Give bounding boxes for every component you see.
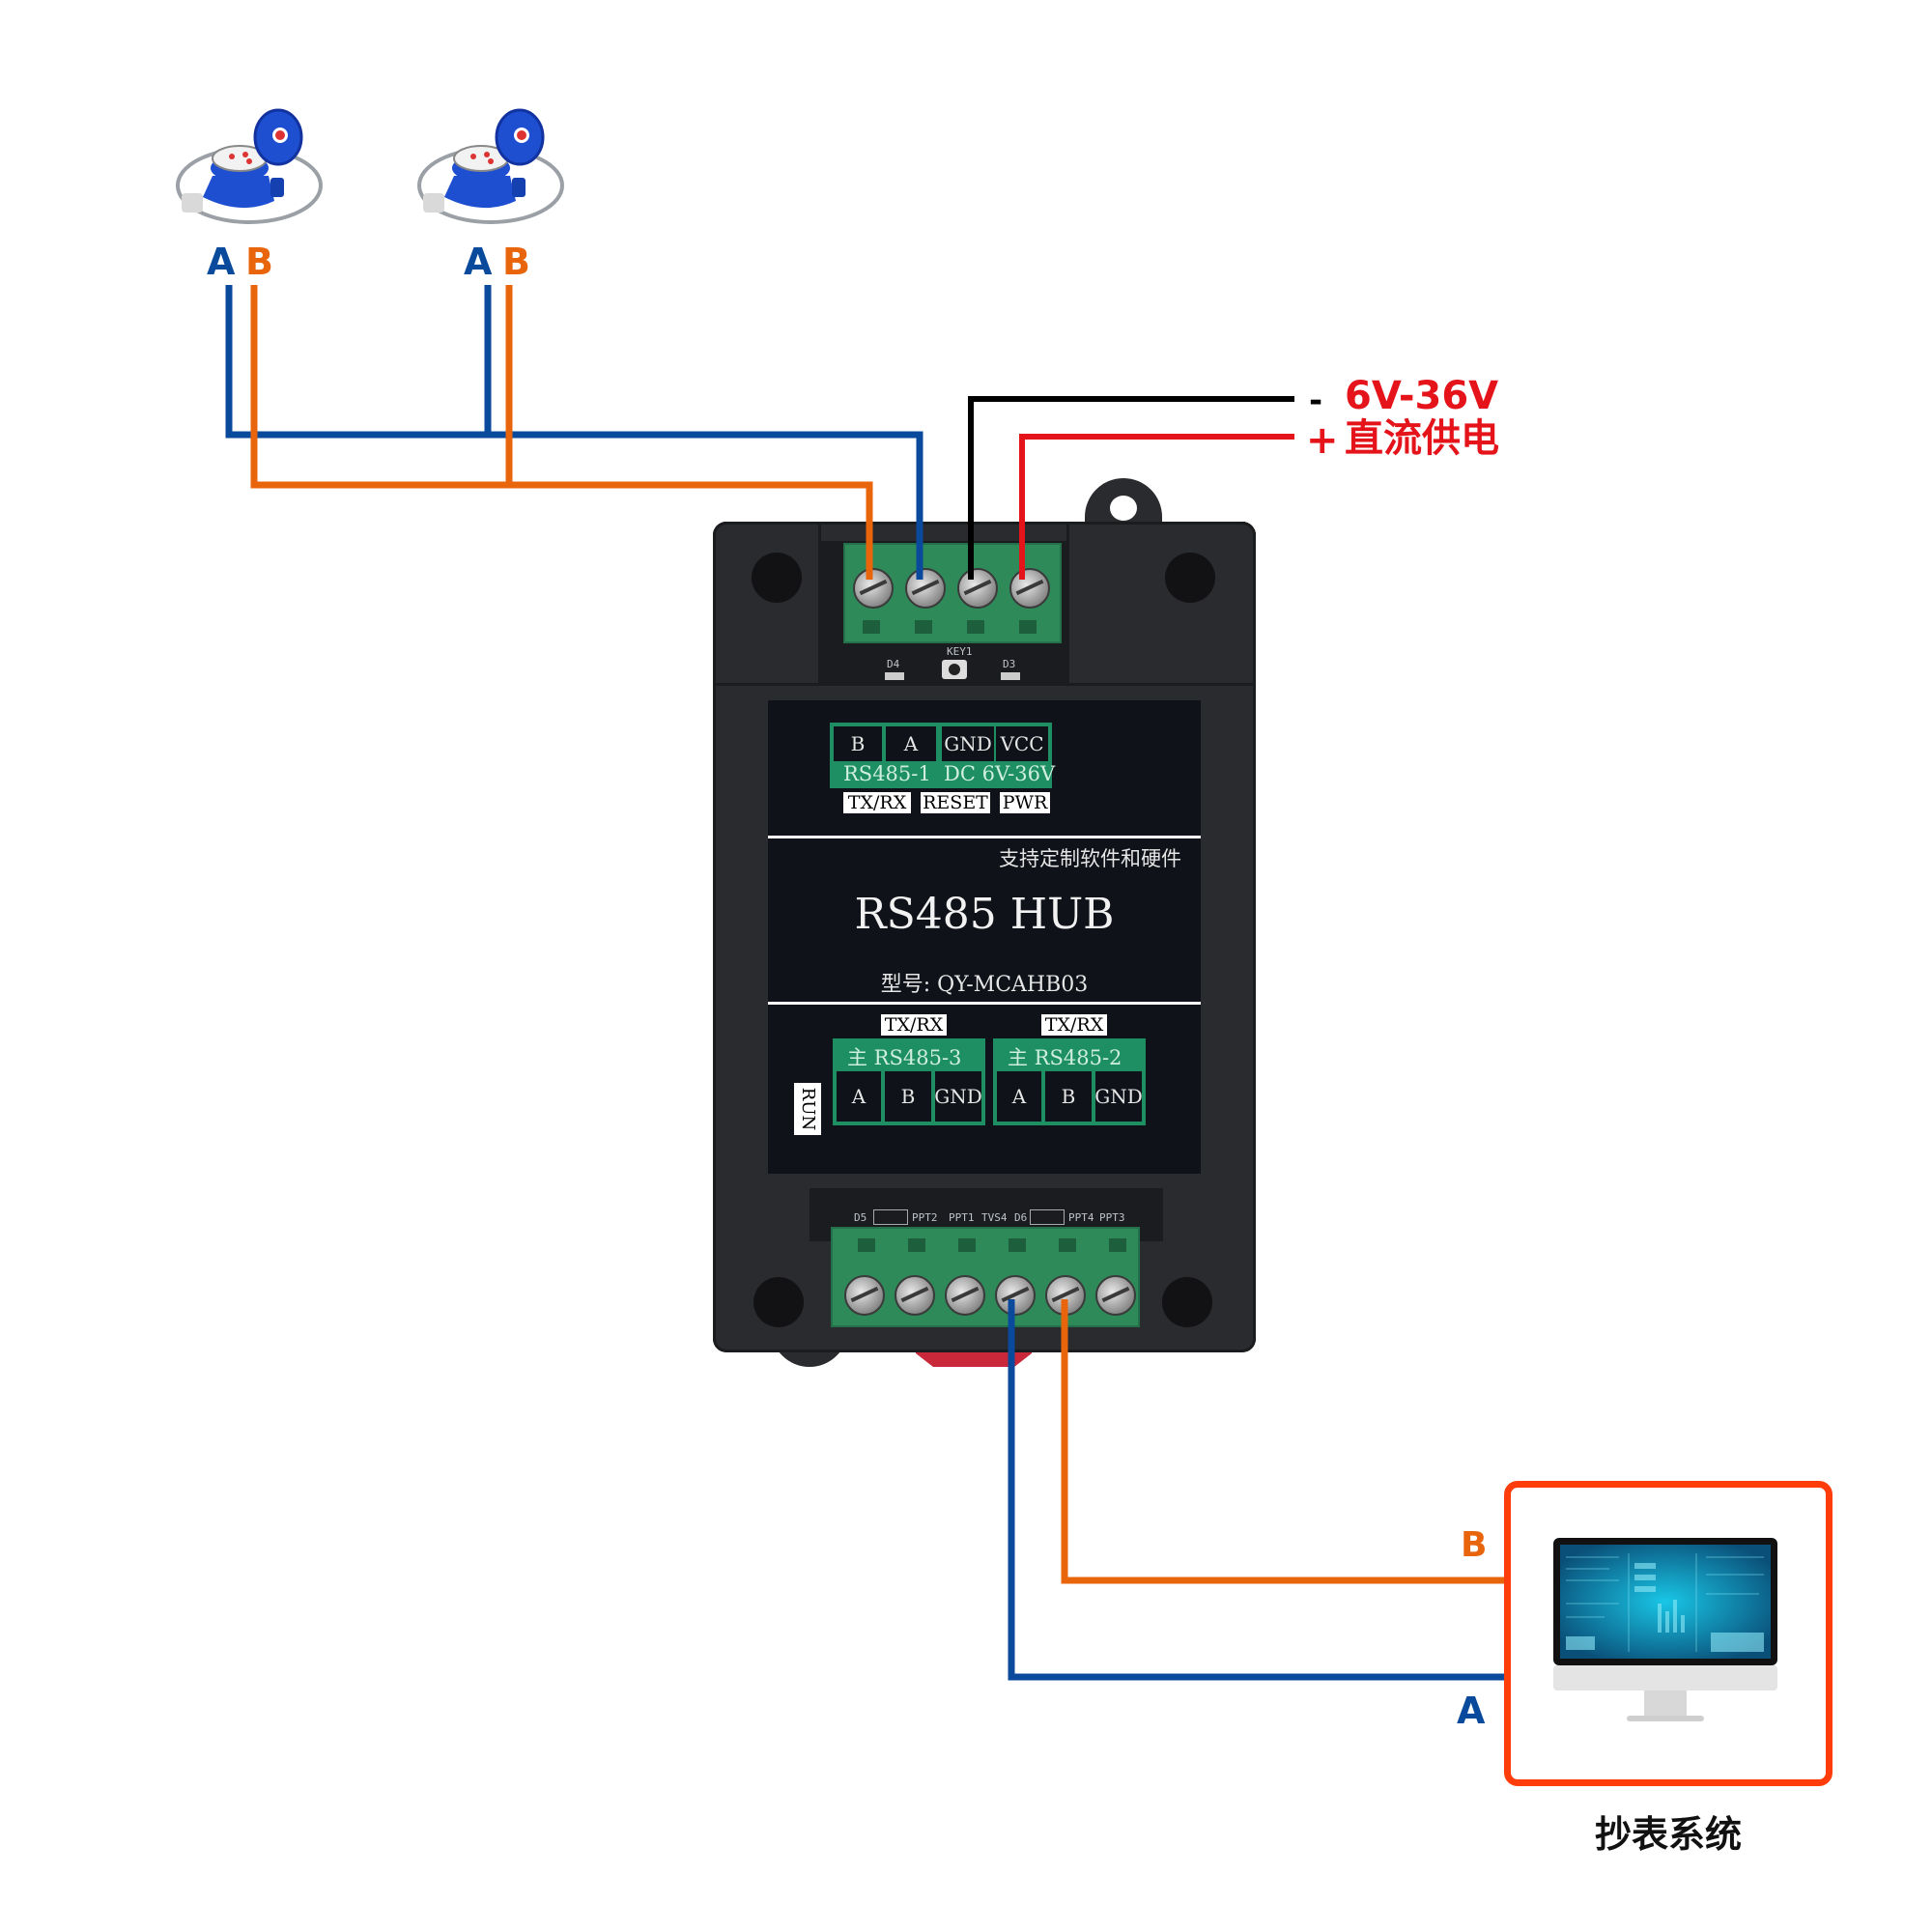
system-a-label: A: [1457, 1690, 1486, 1732]
terminal-screw-b1[interactable]: [853, 568, 894, 609]
pin-label-vcc: VCC: [996, 726, 1048, 761]
pcb-label-ppt4: PPT4: [1068, 1211, 1094, 1224]
terminal-screw-vcc[interactable]: [1009, 568, 1050, 609]
terminal-screw-port3-a[interactable]: [844, 1275, 885, 1316]
computer-monitor-icon: [1553, 1538, 1777, 1721]
water-meter-1: [174, 108, 328, 234]
terminal-screw-gnd[interactable]: [957, 568, 998, 609]
water-meter-icon: [417, 108, 564, 224]
indicator-run: RUN: [794, 1083, 821, 1135]
pcb-label-d4: D4: [887, 658, 900, 670]
screw-hole: [753, 1277, 804, 1327]
meter1-b-label: B: [245, 241, 273, 283]
port2-pin-b: B: [1045, 1071, 1092, 1122]
led-d4: [885, 672, 904, 680]
terminal-screw-port2-a[interactable]: [995, 1275, 1036, 1316]
meter-reading-system-box: [1504, 1481, 1833, 1786]
port3-pin-b: B: [885, 1071, 931, 1122]
port2-label: 主 RS485-2: [1008, 1046, 1122, 1069]
meter2-b-label: B: [502, 241, 530, 283]
power-minus-sign: -: [1309, 382, 1323, 420]
terminal-screw-port2-b[interactable]: [1045, 1275, 1086, 1316]
indicator-reset: RESET: [921, 792, 990, 813]
pcb-label-d6: D6: [1014, 1211, 1028, 1224]
reset-button[interactable]: [942, 660, 967, 679]
terminal-screw-port3-b[interactable]: [895, 1275, 935, 1316]
indicator-txrx-1: TX/RX: [843, 792, 911, 813]
system-caption: 抄表系统: [1594, 1813, 1742, 1856]
pcb-label-ppt2: PPT2: [912, 1211, 938, 1224]
system-b-label: B: [1461, 1525, 1488, 1565]
power-description: 直流供电: [1345, 416, 1499, 461]
led-d3: [1001, 672, 1020, 680]
divider-top: [768, 836, 1201, 838]
wire-a-system: [1008, 1299, 1512, 1681]
pin-label-gnd: GND: [942, 726, 994, 761]
terminal-screw-a1[interactable]: [905, 568, 946, 609]
power-voltage-label: 6V-36V: [1345, 374, 1499, 418]
port3-pin-gnd: GND: [934, 1071, 982, 1122]
divider-bottom: [768, 1002, 1201, 1005]
screw-hole: [1165, 553, 1215, 603]
port3-label: 主 RS485-3: [847, 1046, 962, 1069]
indicator-pwr: PWR: [1000, 792, 1050, 813]
rs485-1-label: RS485-1: [843, 762, 931, 785]
meter2-a-label: A: [464, 241, 493, 283]
device-tagline: 支持定制软件和硬件: [999, 847, 1181, 870]
device-title: RS485 HUB: [854, 890, 1115, 939]
pcb-label-key1: KEY1: [947, 645, 973, 658]
pcb-label-d5: D5: [854, 1211, 867, 1224]
power-plus-sign: +: [1306, 418, 1339, 463]
port3-pin-a: A: [837, 1071, 881, 1122]
device-model: 型号: QY-MCAHB03: [880, 973, 1089, 997]
meter1-a-label: A: [207, 241, 236, 283]
pin-label-a: A: [886, 726, 936, 761]
water-meter-icon: [176, 108, 323, 224]
screw-hole: [1162, 1277, 1212, 1327]
pin-label-b: B: [834, 726, 882, 761]
terminal-screw-port3-gnd[interactable]: [945, 1275, 985, 1316]
top-terminal-block: [843, 543, 1062, 643]
port2-pin-gnd: GND: [1094, 1071, 1143, 1122]
pcb-label-ppt1: PPT1: [949, 1211, 975, 1224]
indicator-txrx-3: TX/RX: [881, 1014, 947, 1036]
pcb-label-tvs4: TVS4: [981, 1211, 1008, 1224]
port2-pin-a: A: [997, 1071, 1041, 1122]
rs485-hub-device: D4 KEY1 D3 B A GND VCC RS485-1 DC 6V-36V…: [713, 478, 1256, 1367]
dc-voltage-label: DC 6V-36V: [944, 762, 1056, 785]
water-meter-2: [415, 108, 570, 234]
pcb-label-ppt3: PPT3: [1099, 1211, 1125, 1224]
indicator-txrx-2: TX/RX: [1041, 1014, 1107, 1036]
terminal-screw-port2-gnd[interactable]: [1095, 1275, 1136, 1316]
device-label-panel: B A GND VCC RS485-1 DC 6V-36V TX/RX RESE…: [768, 700, 1201, 1174]
screw-hole: [752, 553, 802, 603]
bottom-terminal-block: [831, 1227, 1140, 1327]
pcb-label-d3: D3: [1003, 658, 1016, 670]
